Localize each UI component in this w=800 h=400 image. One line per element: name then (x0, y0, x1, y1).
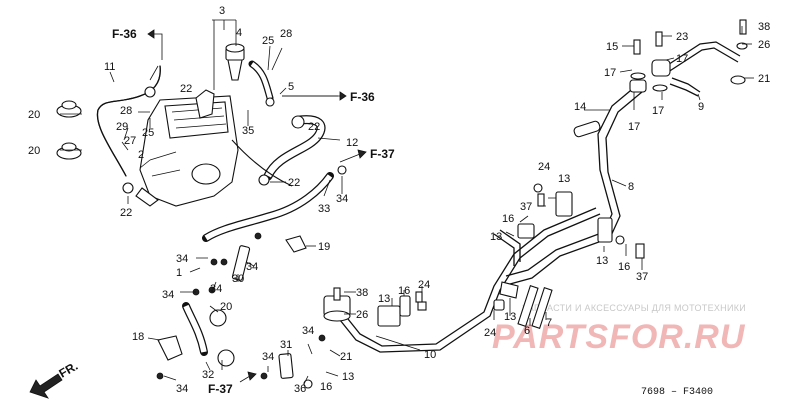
reference-arrows (29, 29, 367, 399)
callout-21-bottom: 21 (340, 351, 352, 363)
tube-8 (505, 85, 643, 285)
callout-34-b: 34 (176, 253, 188, 265)
callout-24-b: 24 (418, 279, 430, 291)
callout-34-c: 34 (210, 283, 222, 295)
tube-14 (573, 120, 601, 138)
callout-28-top: 28 (280, 28, 292, 40)
callout-29: 29 (116, 121, 128, 133)
callout-13-a: 13 (558, 173, 570, 185)
callout-20-a: 20 (28, 109, 40, 121)
callout-24-c: 24 (484, 327, 496, 339)
callout-12: 12 (346, 137, 358, 149)
fitting-clamps (56, 19, 748, 389)
callout-20-b: 20 (28, 145, 40, 157)
callout-13-c: 13 (596, 255, 608, 267)
callout-25-top: 25 (262, 35, 274, 47)
callout-17-a: 17 (604, 67, 616, 79)
callout-7: 7 (546, 317, 552, 329)
callout-4: 4 (236, 27, 242, 39)
tube-9 (659, 41, 741, 97)
callout-5: 5 (288, 81, 294, 93)
callout-28-mid: 28 (120, 105, 132, 117)
tube-7 (517, 285, 553, 329)
tube-10 (339, 207, 601, 353)
callout-2: 2 (138, 149, 144, 161)
callout-14: 14 (574, 101, 586, 113)
callout-11: 11 (104, 61, 115, 73)
callout-22-c: 22 (288, 177, 300, 189)
ref-f37-bottom[interactable]: F-37 (208, 382, 233, 396)
callout-34-g: 34 (262, 351, 274, 363)
callout-13-e: 13 (504, 311, 516, 323)
callout-17-c: 17 (652, 105, 664, 117)
callout-24-a: 24 (538, 161, 550, 173)
callout-23: 23 (676, 31, 688, 43)
callout-34-e: 34 (162, 289, 174, 301)
callout-15: 15 (606, 41, 618, 53)
hose-33 (202, 139, 334, 242)
callout-36: 36 (294, 383, 306, 395)
callout-13-f: 13 (342, 371, 354, 383)
callout-26-top: 26 (758, 39, 770, 51)
callout-16-b: 16 (618, 261, 630, 273)
callout-34-h: 34 (302, 325, 314, 337)
hose-5 (248, 60, 274, 102)
callout-13-d: 13 (378, 293, 390, 305)
callout-13-b: 13 (490, 231, 502, 243)
ref-f37-right[interactable]: F-37 (370, 147, 395, 161)
callout-34-a: 34 (336, 193, 348, 205)
callout-34-f: 34 (176, 383, 188, 395)
callout-31: 31 (280, 339, 292, 351)
ref-f36-right[interactable]: F-36 (350, 90, 375, 104)
ref-f36-left[interactable]: F-36 (112, 27, 137, 41)
callout-38-top: 38 (758, 21, 770, 33)
callout-19: 19 (318, 241, 330, 253)
callout-27: 27 (124, 135, 136, 147)
callout-22-a: 22 (180, 83, 192, 95)
callout-37-a: 37 (520, 201, 532, 213)
reservoir-cap (225, 43, 245, 81)
hose-30 (231, 245, 251, 281)
callout-3: 3 (219, 5, 225, 17)
callout-33: 33 (318, 203, 330, 215)
callout-17-b: 17 (676, 53, 688, 65)
hose-12 (263, 115, 326, 181)
watermark-caption: ЗАПЧАСТИ И АКСЕССУАРЫ ДЛЯ МОТОТЕХНИКИ (522, 303, 746, 313)
callout-22-b: 22 (120, 207, 132, 219)
callout-25-mid: 25 (142, 127, 154, 139)
callout-21-top: 21 (758, 73, 770, 85)
leader-lines (60, 19, 754, 385)
drawing-code: 7698 – F3400 (641, 387, 713, 398)
callout-1: 1 (176, 267, 182, 279)
callout-37-b: 37 (636, 271, 648, 283)
callout-6: 6 (524, 325, 530, 337)
callout-34-d: 34 (246, 261, 258, 273)
hose-18 (157, 302, 208, 361)
callout-labels: 3 4 28 25 5 11 22 28 25 20 29 27 20 2 22… (28, 5, 770, 395)
callout-30: 30 (232, 273, 244, 285)
reservoir-tank (135, 89, 239, 207)
callout-16-a: 16 (502, 213, 514, 225)
callout-38-mid: 38 (356, 287, 368, 299)
hose-11 (96, 65, 161, 177)
callout-32: 32 (202, 369, 214, 381)
callout-16-d: 16 (320, 381, 332, 393)
callout-16-c: 16 (398, 285, 410, 297)
callout-20-c: 20 (220, 301, 232, 313)
callout-17-d: 17 (628, 121, 640, 133)
callout-18: 18 (132, 331, 144, 343)
callout-22-d: 22 (308, 121, 320, 133)
callout-10: 10 (424, 349, 436, 361)
callout-9: 9 (698, 101, 704, 113)
hose-31 (278, 353, 294, 379)
callout-8: 8 (628, 181, 634, 193)
callout-35: 35 (242, 125, 254, 137)
callout-26-mid: 26 (356, 309, 368, 321)
